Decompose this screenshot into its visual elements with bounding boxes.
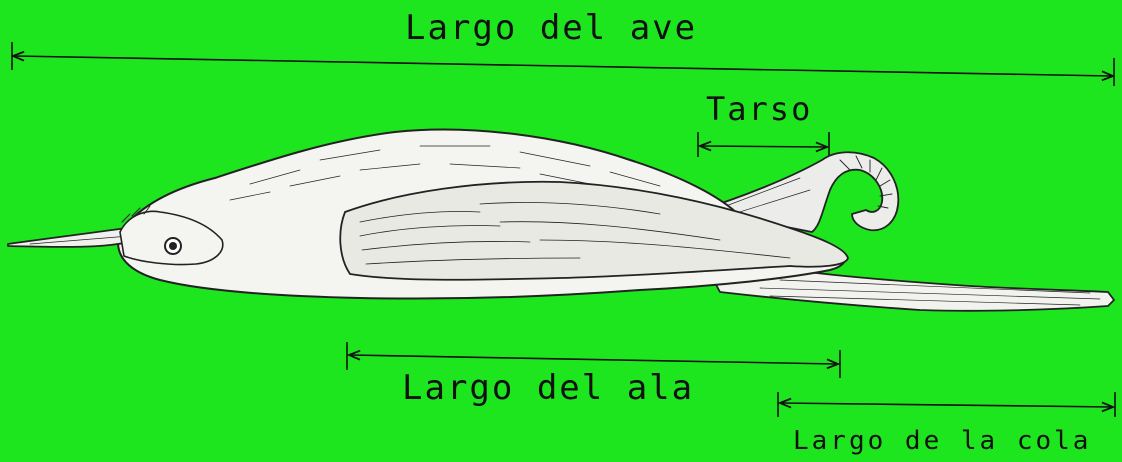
label-bird-length: Largo del ave — [405, 8, 697, 48]
bird-illustration — [8, 130, 1114, 311]
label-tail-length: Largo de la cola — [793, 426, 1091, 456]
tarsus-dimension — [698, 132, 829, 157]
bird-length-dimension — [12, 42, 1114, 86]
label-tarsus: Tarso — [706, 90, 812, 128]
tail-length-dimension — [778, 392, 1115, 417]
label-wing-length: Largo del ala — [402, 368, 694, 408]
